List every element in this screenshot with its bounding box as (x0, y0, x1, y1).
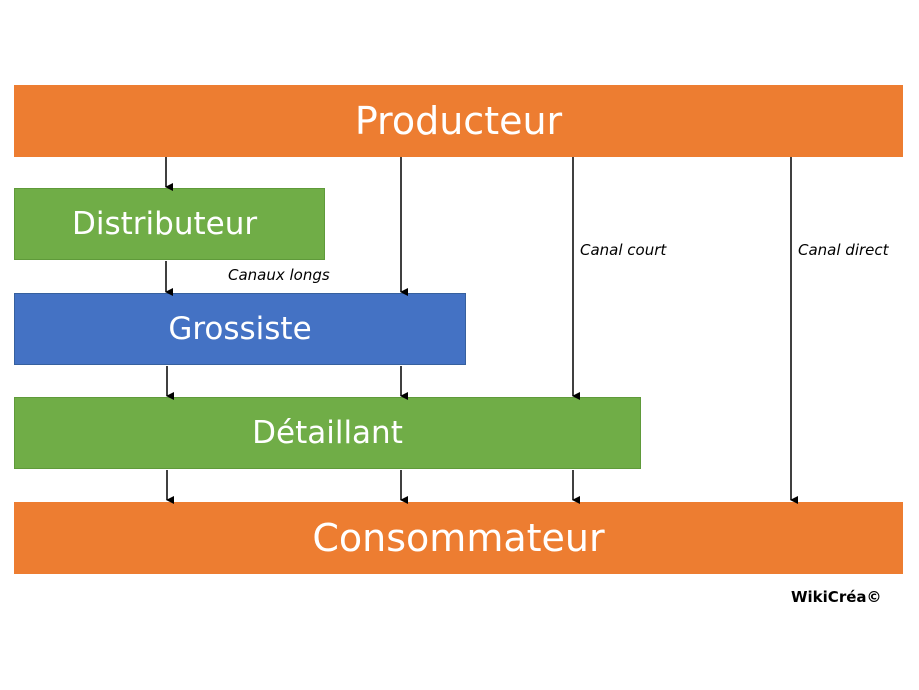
consommateur-label: Consommateur (312, 516, 605, 560)
canal-direct-label: Canal direct (798, 241, 889, 259)
grossiste-box: Grossiste (14, 293, 466, 365)
distributeur-box: Distributeur (14, 188, 325, 260)
producteur-box: Producteur (14, 85, 903, 157)
canaux-longs-label: Canaux longs (228, 266, 330, 284)
detaillant-label: Détaillant (252, 415, 403, 451)
producteur-label: Producteur (354, 99, 563, 143)
credit-text: WikiCréa© (791, 588, 882, 606)
grossiste-label: Grossiste (168, 311, 312, 347)
canal-court-label: Canal court (580, 241, 667, 259)
consommateur-box: Consommateur (14, 502, 903, 574)
detaillant-box: Détaillant (14, 397, 641, 469)
distributeur-label: Distributeur (72, 206, 258, 242)
